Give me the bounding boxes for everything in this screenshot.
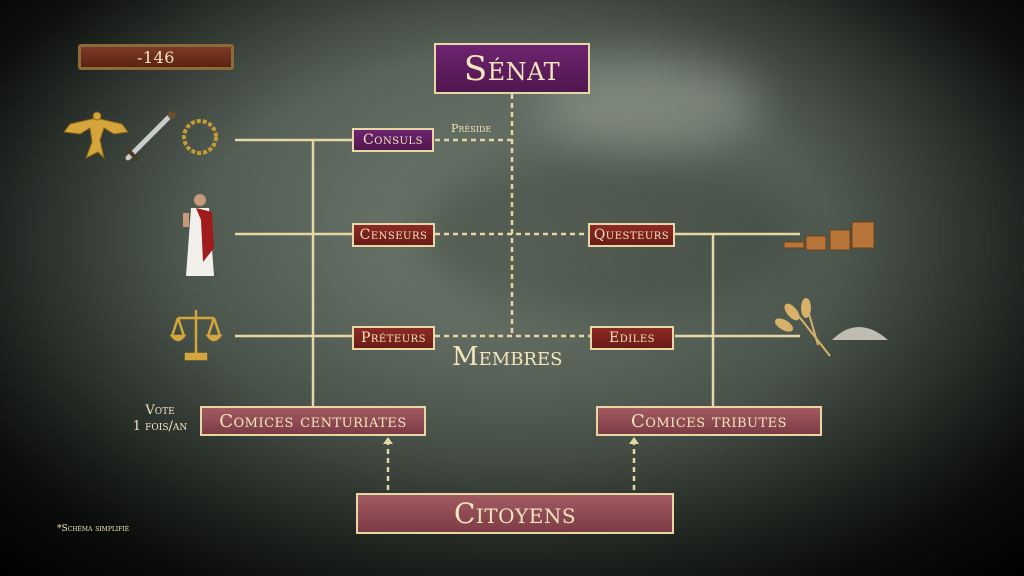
vote-note-line2: 1 fois/an: [132, 419, 188, 434]
laurel-wreath-icon: [182, 119, 218, 155]
preside-label: Préside: [451, 122, 492, 135]
grain-pile-icon: [832, 327, 888, 340]
citoyens-label: Citoyens: [453, 497, 577, 530]
questeurs-label: Questeurs: [593, 227, 670, 243]
senat-label: Sénat: [463, 48, 561, 89]
vote-note-line1: Vote: [145, 403, 175, 418]
preteurs-box: Préteurs: [352, 326, 435, 350]
questeurs-box: Questeurs: [588, 223, 675, 247]
comices-tributes-label: Comices tributes: [630, 410, 788, 432]
senat-box: Sénat: [434, 43, 590, 94]
consuls-label: Consuls: [363, 132, 423, 148]
sword-icon: [124, 111, 176, 162]
vote-note: Vote 1 fois/an: [130, 403, 190, 435]
censeurs-label: Censeurs: [359, 227, 428, 243]
scales-icon: [169, 310, 223, 361]
comices-centuriates-box: Comices centuriates: [200, 406, 426, 436]
comices-tributes-box: Comices tributes: [596, 406, 822, 436]
censeurs-box: Censeurs: [352, 223, 435, 247]
ediles-label: Ediles: [609, 330, 655, 346]
comices-centuriates-label: Comices centuriates: [219, 410, 407, 432]
footnote: *Schéma simplifié: [57, 524, 130, 534]
ediles-box: Ediles: [590, 326, 674, 350]
membres-label: Membres: [452, 342, 563, 372]
wheat-icon: [774, 298, 831, 357]
year-value: -146: [137, 47, 175, 67]
preteurs-label: Préteurs: [360, 330, 427, 346]
roman-magistrate-icon: [183, 194, 214, 276]
eagle-icon: [63, 111, 129, 160]
citoyens-box: Citoyens: [356, 493, 674, 534]
year-badge: -146: [78, 44, 234, 70]
consuls-box: Consuls: [352, 128, 434, 152]
coins-icon: [783, 221, 875, 251]
